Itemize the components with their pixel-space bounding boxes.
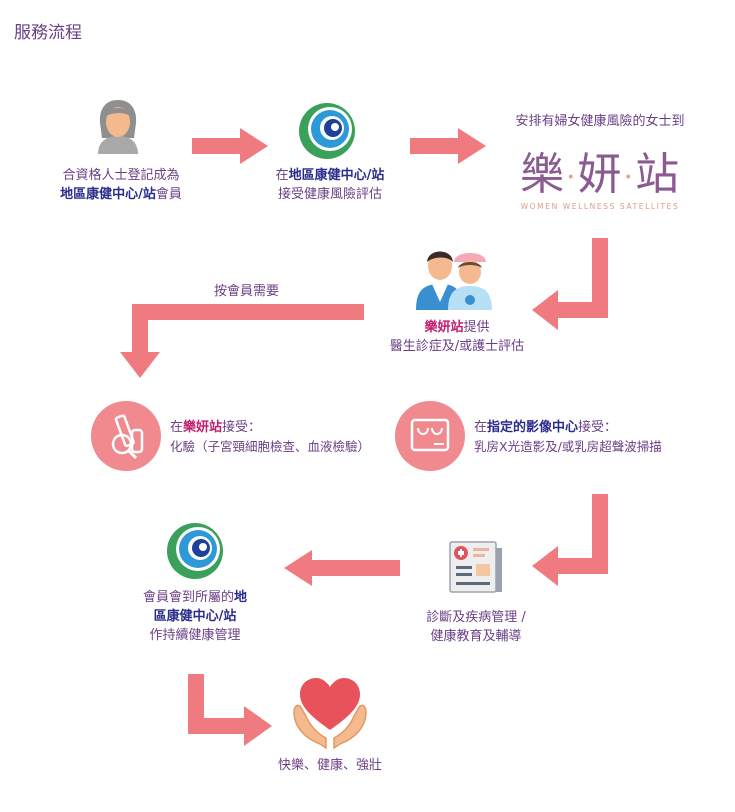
step-6-text: 在指定的影像中心接受： 乳房X光造影及/或乳房超聲波掃描 — [474, 418, 704, 456]
arrow-left-icon — [284, 550, 400, 586]
step-7-line1: 診斷及疾病管理 / — [426, 610, 526, 625]
step-4-line2: 醫生診症及/或護士評估 — [389, 339, 525, 354]
step-6-line1-rest: 接受： — [578, 420, 618, 435]
step-1-line1: 合資格人士登記成為 — [62, 168, 180, 183]
step-4-line1: 樂妍站提供 — [352, 318, 562, 337]
page-title: 服務流程 — [14, 23, 82, 43]
step-5-line1-bold: 樂妍站 — [183, 420, 223, 435]
health-centre-logo-icon — [299, 103, 355, 159]
branch-label: 按會員需要 — [214, 284, 280, 299]
brand-logo: 樂·妍·站 — [520, 138, 680, 202]
brand-sep-1: · — [566, 160, 578, 195]
arrow-right-icon — [192, 128, 268, 164]
elbow-arrow-down-left-icon — [532, 494, 608, 586]
step-5-line1-rest: 接受： — [222, 420, 262, 435]
step-2-text: 在地區康健中心/站 接受健康風險評估 — [250, 166, 410, 204]
step-1-line2-rest: 會員 — [155, 187, 182, 202]
step-1-line2: 地區康健中心/站會員 — [36, 185, 206, 204]
step-6-line2: 乳房X光造影及/或乳房超聲波掃描 — [474, 439, 662, 454]
lab-test-icon — [91, 401, 161, 471]
step-4-line1-bold: 樂妍站 — [424, 320, 464, 335]
elbow-arrow-down-left-icon — [532, 238, 608, 330]
elbow-arrow-down-right-icon — [188, 674, 272, 746]
step-5-line2: 化驗（子宮頸細胞檢查、血液檢驗） — [170, 439, 371, 454]
step-2-line1: 在地區康健中心/站 — [250, 166, 410, 185]
step-6-line1-bold: 指定的影像中心 — [487, 420, 579, 435]
step-5-line1-pre: 在 — [170, 420, 184, 435]
step-6-line1: 在指定的影像中心接受： — [474, 418, 704, 437]
brand-english-name: WOMEN WELLNESS SATELLITES — [520, 202, 680, 211]
step-8-text: 會員會到所屬的地 區康健中心/站 作持續健康管理 — [120, 588, 270, 645]
step-4-line1-rest: 提供 — [463, 320, 490, 335]
step-8-line1-bold: 地 — [234, 590, 248, 605]
step-7-text: 診斷及疾病管理 / 健康教育及輔導 — [396, 608, 556, 646]
medical-report-icon — [449, 541, 502, 593]
arrow-right-icon — [410, 128, 486, 164]
step-7-line2: 健康教育及輔導 — [430, 629, 522, 644]
health-centre-logo-icon — [167, 523, 223, 579]
step-8-line2: 區康健中心/站 — [153, 609, 237, 624]
doctor-nurse-icon — [416, 251, 492, 310]
step-5-line1: 在樂妍站接受： — [170, 418, 390, 437]
step-4-text: 樂妍站提供 醫生診症及/或護士評估 — [352, 318, 562, 356]
step-9-text: 快樂、健康、強壯 — [277, 758, 382, 773]
heart-hands-icon — [293, 678, 367, 750]
brand-char-1: 樂 — [520, 149, 566, 200]
brand-char-2: 妍 — [577, 149, 624, 200]
step-2-line2: 接受健康風險評估 — [277, 187, 382, 202]
step-5-text: 在樂妍站接受： 化驗（子宮頸細胞檢查、血液檢驗） — [170, 418, 390, 456]
step-3-text: 安排有婦女健康風險的女士到 — [515, 114, 685, 129]
brand-sep-2: · — [623, 160, 636, 195]
elbow-arrow-left-down-icon — [120, 304, 364, 378]
step-8-line1-pre: 會員會到所屬的 — [142, 590, 234, 605]
step-2-line1-bold: 地區康健中心/站 — [288, 168, 385, 183]
step-2-line1-pre: 在 — [275, 168, 289, 183]
mammogram-icon — [395, 401, 465, 471]
step-1-text: 合資格人士登記成為 地區康健中心/站會員 — [36, 166, 206, 204]
step-1-line2-bold: 地區康健中心/站 — [60, 187, 156, 202]
step-6-line1-pre: 在 — [474, 420, 488, 435]
person-icon — [98, 100, 138, 154]
brand-char-3: 站 — [635, 149, 682, 200]
step-8-line3: 作持續健康管理 — [149, 628, 241, 643]
step-8-line1: 會員會到所屬的地 — [120, 588, 270, 607]
